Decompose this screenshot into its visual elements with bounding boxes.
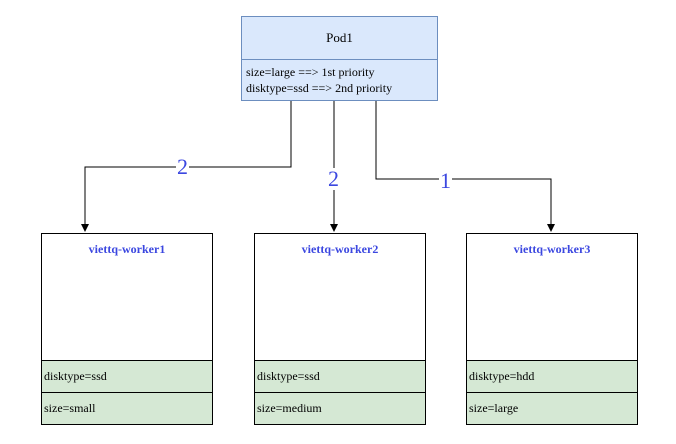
worker1-disktype: disktype=ssd	[41, 360, 213, 393]
edge-label-worker1: 2	[176, 154, 189, 179]
edge-to-worker3	[375, 101, 555, 232]
worker1-title: viettq-worker1	[88, 242, 166, 256]
worker2-disktype: disktype=ssd	[254, 360, 426, 393]
worker3-disktype: disktype=hdd	[466, 360, 638, 393]
pod-title: Pod1	[326, 30, 353, 45]
worker3-title: viettq-worker3	[513, 242, 591, 256]
pod-rules-box: size=large ==> 1st priority disktype=ssd…	[241, 59, 438, 101]
edge-label-worker2: 2	[327, 166, 340, 191]
edge-label-worker3: 1	[439, 168, 452, 193]
worker2-title: viettq-worker2	[301, 242, 379, 256]
worker1-size: size=small	[41, 392, 213, 425]
worker2-node: viettq-worker2	[254, 233, 426, 361]
worker1-node: viettq-worker1	[41, 233, 213, 361]
pod-rule-disktype: disktype=ssd ==> 2nd priority	[246, 81, 393, 95]
worker3-node: viettq-worker3	[466, 233, 638, 361]
worker3-size: size=large	[466, 392, 638, 425]
pod-title-box: Pod1	[241, 16, 438, 60]
pod-rule-size: size=large ==> 1st priority	[246, 65, 375, 79]
worker2-size: size=medium	[254, 392, 426, 425]
